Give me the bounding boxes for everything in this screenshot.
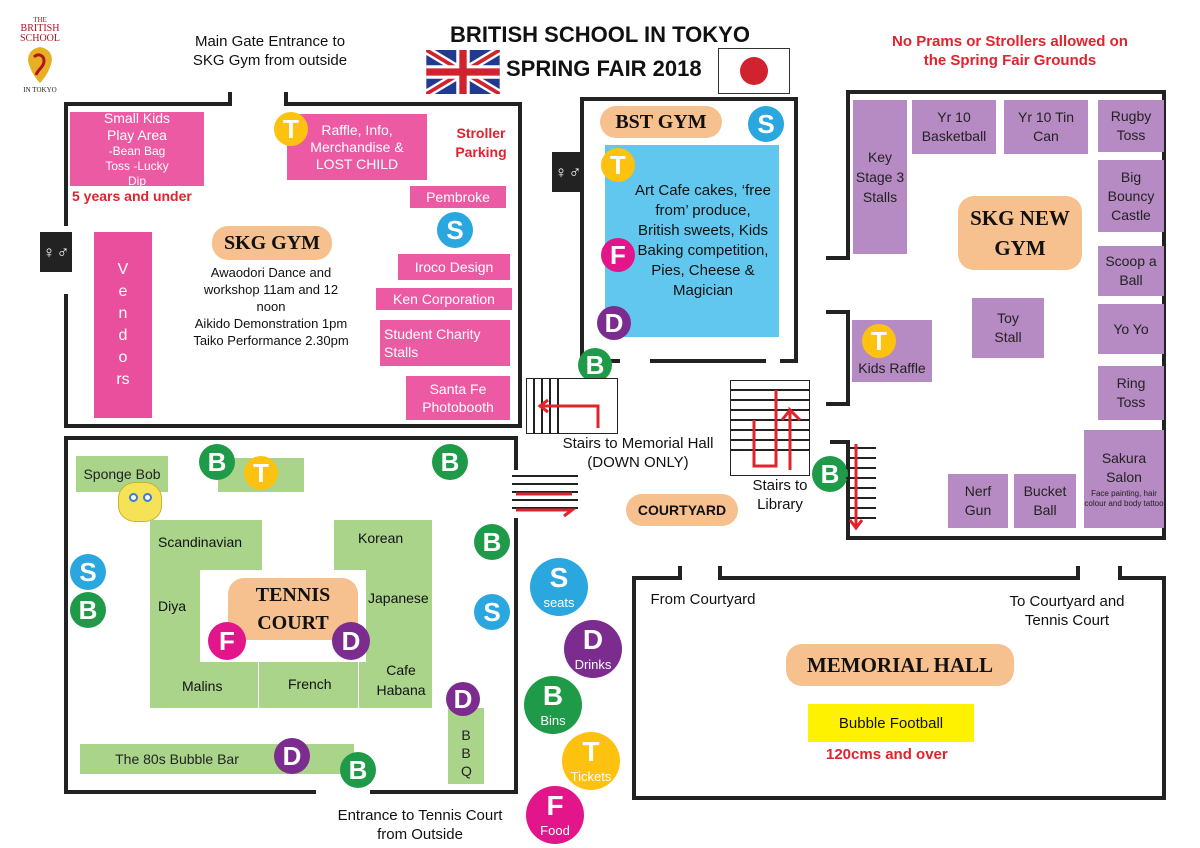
stairs-library-label: Stairs to Library [752, 477, 808, 513]
main-gate-label: Main Gate Entrance to SKG Gym from outsi… [192, 33, 348, 69]
diya-stall[interactable]: Diya [158, 598, 187, 614]
santa-fe-stall[interactable]: Santa Fe Photobooth [406, 376, 510, 420]
title-line-2: SPRING FAIR 2018 [506, 56, 702, 81]
bins-marker-3: B [199, 444, 235, 480]
seats-marker-2: S [748, 106, 784, 142]
age-note: 5 years and under [72, 188, 192, 204]
seats-marker-4: S [474, 594, 510, 630]
stairs-memorial-label: Stairs to Memorial Hall (DOWN ONLY) [562, 435, 714, 471]
vendors-stall[interactable]: Vendors [94, 232, 152, 418]
ticket-marker-2: T [601, 148, 635, 182]
drinks-marker-2: D [332, 622, 370, 660]
toilet-icon: ♀♂ [40, 232, 72, 272]
yr10-basketball-stall[interactable]: Yr 10 Basketball [912, 100, 996, 154]
skg-gym-title: SKG GYM [212, 226, 332, 260]
height-note: 120cms and over [826, 746, 948, 763]
toilet-icon: ♀♂ [552, 152, 584, 192]
stairs-tennis-icon [512, 475, 578, 518]
to-courtyard-label: To Courtyard and Tennis Court [1009, 593, 1125, 629]
iroco-stall[interactable]: Iroco Design [398, 254, 510, 280]
bouncy-castle-stall[interactable]: Big Bouncy Castle [1098, 160, 1164, 232]
drinks-marker-1: D [597, 306, 631, 340]
ticket-marker-3: T [862, 324, 896, 358]
tennis-entrance-label: Entrance to Tennis Court from Outside [337, 807, 503, 843]
toy-stall[interactable]: Toy Stall [972, 298, 1044, 358]
stairs-newgym-icon [846, 444, 876, 531]
stairs-library-icon [730, 380, 810, 476]
rugby-toss-stall[interactable]: Rugby Toss [1098, 100, 1164, 152]
bst-gym-title: BST GYM [600, 106, 722, 138]
bucket-ball-stall[interactable]: Bucket Ball [1014, 474, 1076, 528]
bins-marker-2: B [812, 456, 848, 492]
skg-gym-events: Awaodori Dance and workshop 11am and 12 … [193, 265, 349, 348]
malins-stall[interactable]: Malins [182, 678, 223, 694]
page-title: BRITISH SCHOOL IN TOKYO [430, 22, 770, 48]
ticket-marker-1: T [274, 112, 308, 146]
from-courtyard-label: From Courtyard [650, 591, 756, 608]
nerf-gun-stall[interactable]: Nerf Gun [948, 474, 1008, 528]
art-cafe-stall[interactable]: Art Cafe cakes, ‘free from’ produce, Bri… [605, 145, 779, 337]
crest-icon [28, 47, 52, 83]
food-marker-2: F [208, 622, 246, 660]
courtyard-label: COURTYARD [626, 494, 738, 526]
uk-flag-icon [426, 50, 500, 94]
food-marker-1: F [601, 238, 635, 272]
key-stage-stall[interactable]: Key Stage 3 Stalls [853, 100, 907, 254]
raffle-info-stall[interactable]: Raffle, Info, Merchandise & LOST CHILD [287, 114, 427, 180]
bins-marker-4: B [432, 444, 468, 480]
bins-marker-7: B [340, 752, 376, 788]
title-line-1: BRITISH SCHOOL IN TOKYO [450, 22, 750, 47]
logo: THE BRITISH SCHOOL IN TOKYO [19, 16, 60, 94]
cafe-habana-stall[interactable]: Cafe Habana [376, 662, 426, 698]
ticket-marker-4: T [244, 456, 278, 490]
french-stall[interactable]: French [288, 676, 332, 692]
yoyo-stall[interactable]: Yo Yo [1098, 304, 1164, 354]
japan-flag-icon [718, 48, 790, 94]
seats-marker-1: S [437, 212, 473, 248]
drinks-marker-3: D [274, 738, 310, 774]
student-charity-stall[interactable]: Student Charity Stalls [380, 320, 510, 366]
memorial-hall-title: MEMORIAL HALL [786, 644, 1014, 686]
japanese-stall[interactable]: Japanese [368, 590, 429, 606]
stroller-warning: No Prams or Strollers allowed on the Spr… [892, 33, 1128, 69]
stroller-parking: Stroller Parking [455, 125, 507, 160]
pembroke-stall[interactable]: Pembroke [410, 186, 506, 208]
bubble-bar-stall[interactable]: The 80s Bubble Bar [80, 744, 354, 774]
bubble-football-stall[interactable]: Bubble Football [808, 704, 974, 742]
sponge-bob-icon [118, 482, 162, 522]
bins-marker-6: B [474, 524, 510, 560]
small-kids-area[interactable]: Small Kids Play Area -Bean Bag Toss -Luc… [70, 110, 204, 188]
skg-new-gym-title: SKG NEW GYM [958, 196, 1082, 270]
seats-marker-3: S [70, 554, 106, 590]
bbq-stall[interactable]: BBQ [448, 708, 484, 784]
bins-marker-5: B [70, 592, 106, 628]
ring-toss-stall[interactable]: Ring Toss [1098, 366, 1164, 420]
yr10-tincan-stall[interactable]: Yr 10 Tin Can [1004, 100, 1088, 154]
ken-stall[interactable]: Ken Corporation [376, 288, 512, 310]
bins-marker-1: B [578, 348, 612, 382]
scoop-ball-stall[interactable]: Scoop a Ball [1098, 246, 1164, 296]
sakura-salon-stall[interactable]: Sakura Salon Face painting, hair colour … [1084, 430, 1164, 528]
scandinavian-stall[interactable]: Scandinavian [158, 534, 243, 550]
stairs-memorial-icon [526, 378, 618, 434]
drinks-marker-4: D [446, 682, 480, 716]
korean-stall[interactable]: Korean [358, 530, 404, 546]
